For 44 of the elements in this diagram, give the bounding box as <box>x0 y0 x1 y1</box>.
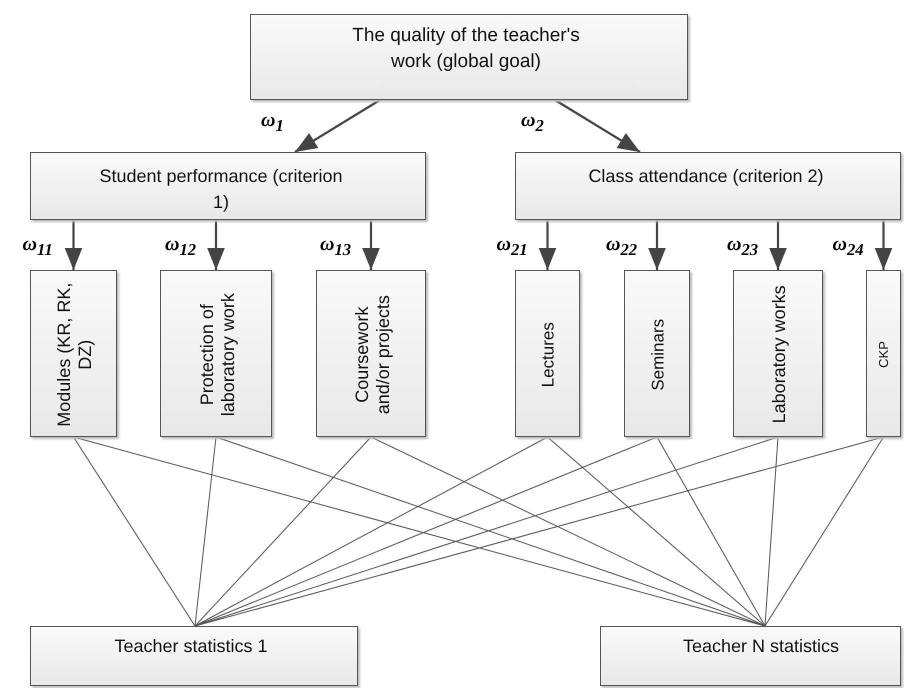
arrow <box>874 220 892 270</box>
box-label: Student performance (criterion 1) <box>98 165 344 214</box>
connector-line <box>194 436 372 626</box>
box-label: Seminars <box>648 317 668 392</box>
box-label: Coursework and/or projects <box>351 294 393 416</box>
indicator-box <box>160 270 272 437</box>
arrow <box>294 99 381 153</box>
indicator-box <box>30 270 117 437</box>
arrow <box>769 220 787 270</box>
indicator-box <box>624 270 690 437</box>
connector-line <box>73 436 766 626</box>
connector-line <box>764 436 884 626</box>
connector-line <box>764 436 778 626</box>
criterion-box <box>30 152 426 220</box>
arrow <box>648 220 666 270</box>
connector-line <box>370 436 766 626</box>
arrow <box>207 220 225 270</box>
connector-line <box>194 436 884 626</box>
connector-line <box>194 436 548 626</box>
arrow <box>538 220 556 270</box>
box-label: Teacher N statistics <box>682 635 840 658</box>
box-label: Protection of laboratory work <box>196 292 238 418</box>
box-label: CKP <box>877 340 892 370</box>
goal-box <box>250 14 688 100</box>
box-label: Laboratory works <box>768 284 790 426</box>
box-label: Class attendance (criterion 2) <box>587 165 825 188</box>
indicator-box <box>316 270 426 437</box>
arrow <box>362 220 380 270</box>
box-label: The quality of the teacher's work (global goal) <box>351 24 581 74</box>
arrow <box>64 220 82 270</box>
criterion-box <box>515 152 901 220</box>
statistics-box <box>30 626 358 686</box>
connector-line <box>194 436 216 626</box>
indicator-box <box>515 270 580 437</box>
statistics-box <box>600 626 901 686</box>
box-label: Teacher statistics 1 <box>113 635 269 658</box>
connector-line <box>656 436 766 626</box>
connector-line <box>73 436 196 626</box>
box-label: Modules (KR, RK, DZ) <box>54 282 96 429</box>
connector-line <box>547 436 766 626</box>
indicator-box <box>866 270 901 437</box>
box-label: Lectures <box>538 320 558 389</box>
arrow <box>554 99 641 153</box>
indicator-box <box>733 270 823 437</box>
